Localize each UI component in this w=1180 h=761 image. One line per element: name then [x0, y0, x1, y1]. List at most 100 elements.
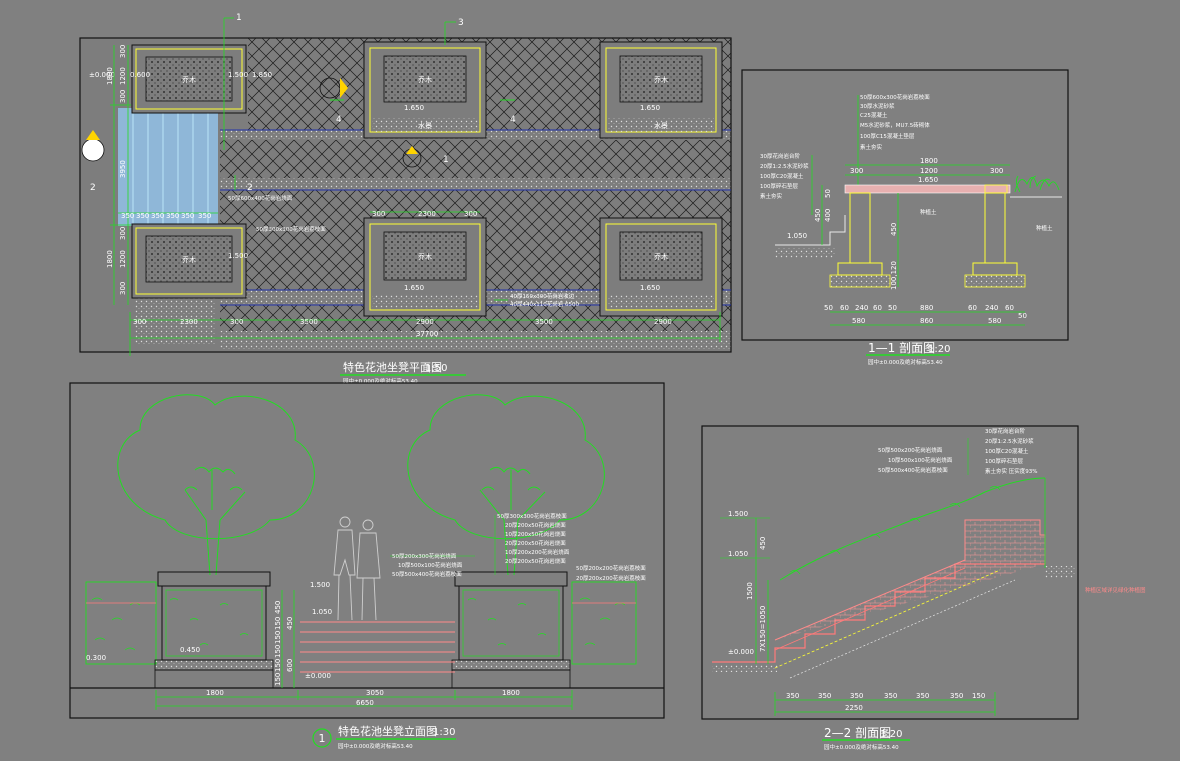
s11-vdim: 400 — [824, 209, 832, 222]
svg-text:20厚200x50花岗岩烧面: 20厚200x50花岗岩烧面 — [505, 539, 566, 547]
s11-bench-top — [844, 184, 1011, 194]
planter-bottom-right: 乔木 — [599, 217, 723, 317]
svg-text:150: 150 — [274, 645, 282, 658]
plan-dim-left: 300 — [119, 45, 127, 58]
s22-level: 1.500 — [728, 510, 748, 518]
plan-paving-mid — [220, 140, 731, 178]
section-1-1-frame — [741, 69, 1069, 341]
svg-text:10厚200x200花岗岩烧面: 10厚200x200花岗岩烧面 — [505, 548, 570, 556]
elev-notes-left: 50厚200x300花岗岩烧面 10厚500x100花岗岩烧面 50厚500x4… — [392, 552, 463, 578]
svg-text:350: 350 — [884, 692, 897, 700]
svg-text:30厚水泥砂浆: 30厚水泥砂浆 — [860, 102, 895, 110]
planter-top-right: 乔木 水景 — [599, 41, 723, 139]
svg-text:350: 350 — [198, 212, 211, 220]
plan-level-600: 0.600 — [130, 71, 150, 79]
s11-vdim: 50 — [824, 189, 832, 198]
callout-3: 3 — [458, 18, 464, 28]
plan-level-1500b: 1.500 — [228, 252, 248, 260]
elev-dim-total: 6650 — [356, 699, 374, 707]
s11-leg-left — [829, 192, 891, 288]
plan-view: 乔木 乔木 水景 乔木 水景 乔木 乔木 — [79, 13, 732, 385]
plan-dim-left: 300 — [119, 227, 127, 240]
s11-vdim: 450 — [890, 223, 898, 236]
svg-text:450: 450 — [286, 617, 294, 630]
planter-tag: 水景 — [418, 121, 432, 130]
svg-text:20厚200x50花岗岩烧面: 20厚200x50花岗岩烧面 — [505, 521, 566, 529]
s11-soil: 种植土 — [1036, 224, 1053, 232]
tree-left — [117, 394, 315, 576]
svg-text:60: 60 — [968, 304, 977, 312]
svg-text:20厚1:2.5水泥砂浆: 20厚1:2.5水泥砂浆 — [985, 437, 1034, 445]
planter-tag: 水景 — [654, 121, 668, 130]
s11-soil: 种植土 — [920, 208, 937, 216]
elev-vdims: 450 150 150 150 150 150 450 600 — [274, 601, 294, 686]
svg-text:20厚200x200花岗岩荔枝面: 20厚200x200花岗岩荔枝面 — [576, 574, 646, 582]
plan-level-1650b: 1.650 — [640, 104, 660, 112]
svg-text:50厚500x400花岗岩荔枝面: 50厚500x400花岗岩荔枝面 — [878, 466, 948, 474]
s11-dim-top: 1200 — [920, 167, 938, 175]
plan-level-0: ±0.000 — [89, 71, 115, 79]
plan-dim-mid: 2300 — [418, 210, 436, 218]
svg-text:350: 350 — [850, 692, 863, 700]
s11-dim-top: 300 — [850, 167, 863, 175]
svg-text:100厚C15混凝土垫层: 100厚C15混凝土垫层 — [860, 132, 915, 140]
section-1-1: 50厚600x300花岗岩荔枝面 30厚水泥砂浆 C25混凝土 M5水泥砂浆，M… — [741, 69, 1069, 366]
elev-level: 1.050 — [312, 608, 332, 616]
svg-text:150: 150 — [274, 673, 282, 686]
s22-title: 2—2 剖面图 — [824, 726, 891, 740]
svg-text:100厚碎石垫层: 100厚碎石垫层 — [760, 182, 798, 190]
s11-dim-top: 300 — [990, 167, 1003, 175]
s11-notes-left: 30厚花岗岩台阶 20厚1:2.5水泥砂浆 100厚C20混凝土 100厚碎石垫… — [760, 152, 809, 200]
svg-text:2300: 2300 — [180, 318, 198, 326]
svg-text:300: 300 — [230, 318, 243, 326]
s22-vdim: 7X150=1050 — [759, 606, 767, 652]
svg-text:600: 600 — [286, 659, 294, 672]
elev-level: 0.300 — [86, 654, 106, 662]
callout-2: 2 — [247, 183, 253, 193]
svg-text:580: 580 — [988, 317, 1001, 325]
s22-level: 1.050 — [728, 550, 748, 558]
svg-text:60: 60 — [840, 304, 849, 312]
elev-notes-right: 50厚300x300花岗岩荔枝面 20厚200x50花岗岩烧面 10厚200x5… — [497, 512, 570, 565]
planter-bottom-mid: 乔木 — [363, 217, 487, 317]
hedge-right — [571, 581, 637, 665]
callout-2b: 2 — [90, 183, 96, 193]
plan-level-1650d: 1.650 — [640, 284, 660, 292]
plan-water-steps — [118, 108, 218, 226]
s22-dim-total: 2250 — [845, 704, 863, 712]
callout-4b: 4 — [510, 115, 516, 125]
svg-text:580: 580 — [852, 317, 865, 325]
plan-callouts: 1 3 2 4 4 1 2 — [81, 13, 516, 193]
plan-dim-left: 1800 — [106, 67, 114, 85]
svg-text:素土夯实: 素土夯实 — [860, 143, 883, 151]
svg-text:150: 150 — [274, 617, 282, 630]
svg-text:30厚花岗岩台阶: 30厚花岗岩台阶 — [985, 427, 1025, 435]
s11-shrub — [1014, 175, 1060, 193]
plan-dim-left: 1800 — [106, 250, 114, 268]
hedge-left — [85, 581, 157, 665]
elev-subtitle: 园中±0.000及绝对标高53.40 — [338, 742, 413, 750]
elev-number: 1 — [319, 732, 326, 745]
s22-vdim: 1500 — [746, 582, 754, 600]
svg-text:50: 50 — [824, 304, 833, 312]
elev-planter-left — [154, 571, 274, 689]
plan-scale: 1:50 — [425, 363, 447, 374]
plan-dim-mid: 300 — [372, 210, 385, 218]
s11-vdim: 450 — [814, 209, 822, 222]
svg-text:10厚200x50花岗岩烧面: 10厚200x50花岗岩烧面 — [505, 530, 566, 538]
plan-strip-4 — [220, 331, 731, 349]
svg-text:50厚500x200花岗岩烧面: 50厚500x200花岗岩烧面 — [878, 446, 943, 454]
elev-title: 特色花池坐凳立面图 — [338, 724, 437, 738]
svg-text:350: 350 — [950, 692, 963, 700]
callout-1b: 1 — [443, 155, 449, 165]
plan-bottom-dims: 300 2300 300 3500 2900 3500 2900 37700 — [133, 318, 672, 338]
s11-subtitle: 园中±0.000及绝对标高53.40 — [868, 358, 943, 366]
svg-text:860: 860 — [920, 317, 933, 325]
svg-text:60: 60 — [1005, 304, 1014, 312]
svg-text:素土夯实: 素土夯实 — [760, 192, 783, 200]
plan-step-dims: 350 350 350 350 350 350 — [121, 212, 211, 220]
svg-text:350: 350 — [786, 692, 799, 700]
planter-label: 乔木 — [418, 75, 432, 84]
plan-dim-mid: 300 — [464, 210, 477, 218]
